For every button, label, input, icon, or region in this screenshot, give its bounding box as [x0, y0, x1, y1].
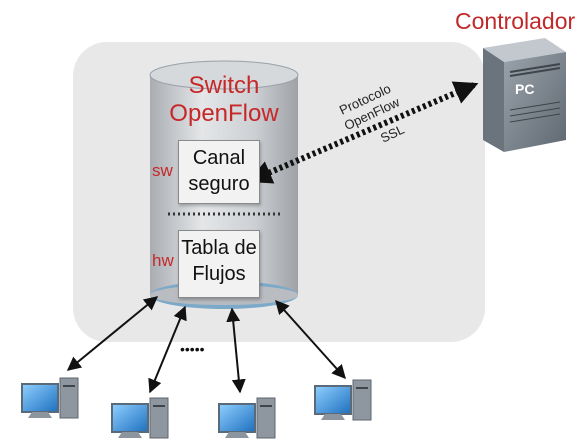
desktop-computer-icon: [218, 397, 276, 439]
switch-title-line2: OpenFlow: [169, 100, 279, 127]
switch-title-line1: Switch: [188, 72, 260, 99]
desktop-computer-icon: [314, 379, 372, 421]
switch-title: Switch OpenFlow: [155, 72, 293, 128]
controller-pc-label: PC: [515, 81, 535, 97]
host-link-2: [148, 305, 187, 394]
openflow-link-arrow: [247, 81, 479, 184]
controller-title: Controlador: [455, 8, 576, 34]
hw-layer-label: hw: [152, 251, 174, 270]
flow-table-box: Tabla de Flujos: [178, 230, 260, 298]
host-link-1: [66, 296, 159, 371]
secure-channel-box: Canal seguro: [178, 140, 260, 204]
host-link-3: [226, 307, 246, 394]
desktop-computer-icon: [21, 377, 79, 419]
host-link-4: [275, 299, 346, 380]
flow-table-line2: Flujos: [192, 263, 246, 285]
secure-channel-line2: seguro: [188, 173, 250, 195]
secure-channel-line1: Canal: [192, 147, 246, 169]
host-links: [66, 296, 346, 394]
more-hosts-indicator: •••••: [180, 341, 205, 357]
sw-layer-label: sw: [152, 161, 173, 180]
server-tower-icon: [483, 38, 566, 152]
flow-table-line1: Tabla de: [181, 237, 257, 259]
desktop-computer-icon: [111, 397, 169, 439]
